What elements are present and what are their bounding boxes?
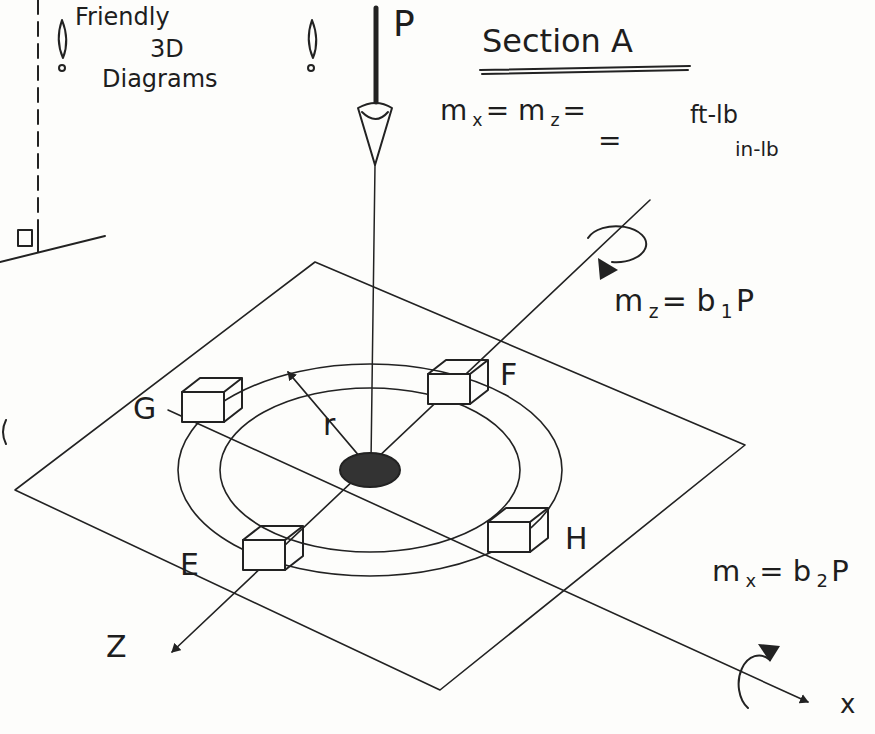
label-text: P bbox=[393, 4, 415, 44]
load-arrow bbox=[358, 103, 392, 165]
load-shaft bbox=[374, 8, 379, 102]
support-label: G bbox=[133, 392, 162, 425]
z-axis bbox=[172, 200, 650, 652]
load-arrow-rim bbox=[362, 112, 388, 119]
section-title: Section A bbox=[482, 22, 633, 60]
label-text: H bbox=[565, 522, 588, 555]
label-text: = m bbox=[486, 96, 546, 127]
unit-label: in-lb bbox=[735, 138, 782, 160]
support-block bbox=[428, 360, 488, 404]
label-text: F bbox=[500, 358, 517, 391]
unit-label: ft-lb bbox=[690, 102, 742, 128]
support-label: E bbox=[180, 548, 204, 581]
x-axis bbox=[168, 410, 808, 702]
exclamation-dot bbox=[308, 65, 314, 71]
moment-label: mx= b 2P bbox=[712, 556, 854, 591]
ground-line bbox=[0, 236, 105, 262]
exclamation-drop bbox=[59, 20, 67, 58]
edge-mark bbox=[3, 420, 6, 444]
label-text: = b bbox=[759, 556, 811, 588]
support-label: H bbox=[565, 522, 593, 555]
inner-ring bbox=[220, 388, 520, 552]
logo-text: Friendly bbox=[75, 4, 174, 30]
label-text: = bbox=[598, 126, 621, 157]
label-text: = b bbox=[662, 284, 716, 317]
axis-label: x bbox=[840, 690, 860, 719]
moment-arrow bbox=[739, 655, 770, 708]
subscript: x bbox=[745, 571, 756, 591]
label-text: ft-lb bbox=[690, 102, 738, 128]
logo-text: Diagrams bbox=[102, 66, 222, 92]
axis-label: Z bbox=[106, 630, 132, 663]
label-text: G bbox=[133, 392, 156, 425]
subscript: 1 bbox=[721, 302, 733, 322]
label-text: Friendly bbox=[75, 4, 170, 30]
base-plate bbox=[15, 262, 745, 690]
center-hub bbox=[340, 453, 400, 487]
tick-line bbox=[37, 222, 39, 252]
label-text: x bbox=[840, 690, 855, 719]
support-label: F bbox=[500, 358, 523, 391]
title-underline bbox=[480, 66, 690, 74]
moment-arrow bbox=[588, 226, 646, 262]
label-text: m bbox=[712, 556, 740, 588]
radius-arrow bbox=[288, 372, 366, 464]
logo-text: 3D bbox=[150, 36, 188, 62]
subscript: 2 bbox=[817, 571, 828, 591]
label-text: Diagrams bbox=[102, 66, 218, 92]
label-text: P bbox=[736, 284, 754, 317]
label-text: = bbox=[563, 96, 586, 127]
label-text: r bbox=[323, 408, 335, 441]
square-symbol bbox=[18, 230, 32, 246]
exclamation-drop bbox=[309, 20, 317, 58]
label-text: 3D bbox=[150, 36, 184, 62]
load-line bbox=[371, 165, 375, 462]
label-text: m bbox=[440, 96, 467, 127]
subscript: z bbox=[649, 302, 659, 322]
moment-equation: mx= mz= bbox=[440, 96, 591, 130]
moment-arrowhead bbox=[598, 258, 618, 280]
subscript: z bbox=[550, 111, 559, 130]
label-text: in-lb bbox=[735, 138, 779, 160]
label-text: E bbox=[180, 548, 199, 581]
equals-sign: = bbox=[598, 126, 627, 157]
load-label: P bbox=[393, 4, 421, 44]
support-block bbox=[488, 508, 548, 552]
moment-label: mz= b1P bbox=[614, 284, 760, 322]
dashed-line bbox=[37, 0, 39, 222]
support-block bbox=[243, 526, 303, 570]
exclamation-dot bbox=[59, 65, 65, 71]
radius-label: r bbox=[323, 408, 341, 441]
outer-ring bbox=[178, 364, 562, 576]
moment-arrowhead bbox=[758, 644, 780, 662]
support-block bbox=[182, 378, 242, 422]
label-text: m bbox=[614, 284, 643, 317]
subscript: x bbox=[472, 111, 482, 130]
label-text: P bbox=[831, 556, 849, 588]
label-text: Z bbox=[106, 630, 127, 663]
